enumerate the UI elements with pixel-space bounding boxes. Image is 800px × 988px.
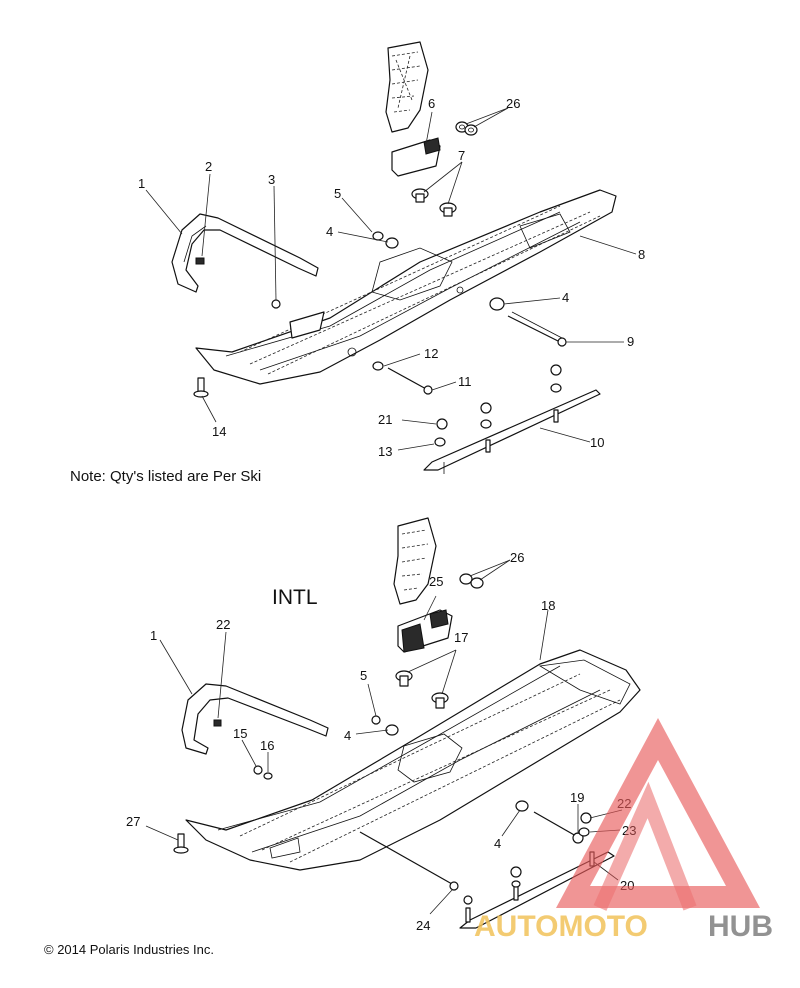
bolt-24: [359, 831, 459, 891]
callout-13: 13: [378, 444, 392, 459]
callout-4b: 4: [562, 290, 569, 305]
bolt-11-washer-12: [372, 361, 433, 395]
callout-21: 21: [378, 412, 392, 427]
watermark: AUTOMOTO HUB: [474, 718, 773, 943]
ski-body-18: [185, 649, 641, 871]
callout-24: 24: [416, 918, 430, 933]
quantity-note: Note: Qty's listed are Per Ski: [70, 468, 261, 485]
watermark-text-1: AUTOMOTO: [474, 910, 648, 943]
nut-3: [271, 299, 281, 309]
nuts-21-washers-13: [434, 364, 562, 447]
callout-16: 16: [260, 738, 274, 753]
callout-26: 26: [506, 96, 520, 111]
callout-1: 1: [138, 176, 145, 191]
callout-1-lower: 1: [150, 628, 157, 643]
bushings-26-lower: [459, 573, 484, 589]
callout-18: 18: [541, 598, 555, 613]
hardware-4-5: [372, 231, 505, 311]
hardware-4-5-lower: [371, 715, 529, 812]
callout-2: 2: [205, 159, 212, 174]
wear-block-6: [391, 137, 441, 177]
callout-4a-lower: 4: [344, 728, 351, 743]
callout-22-lower: 22: [216, 617, 230, 632]
callout-4a: 4: [326, 224, 333, 239]
block-25: [397, 609, 453, 653]
copyright-notice: © 2014 Polaris Industries Inc.: [44, 942, 214, 957]
callout-14: 14: [212, 424, 226, 439]
handle-bar-1-lower: [181, 683, 329, 755]
watermark-text-2: HUB: [708, 910, 773, 943]
watermark-triangle-icon: [556, 718, 760, 908]
spindle-upper: [385, 41, 429, 133]
callout-5: 5: [334, 186, 341, 201]
ski-body-8: [195, 189, 617, 385]
callout-19: 19: [570, 790, 584, 805]
runner-10: [423, 389, 601, 474]
bushings-26: [455, 121, 478, 136]
upper-leaders: [145, 107, 637, 451]
bolt-27: [173, 833, 189, 854]
callout-8: 8: [638, 247, 645, 262]
spindle-lower: [393, 517, 437, 605]
callout-6: 6: [428, 96, 435, 111]
callout-7: 7: [458, 148, 465, 163]
callout-4b-lower: 4: [494, 836, 501, 851]
callout-26-lower: 26: [510, 550, 524, 565]
lower-leaders: [145, 559, 623, 915]
bolt-9: [507, 311, 567, 347]
callout-3: 3: [268, 172, 275, 187]
handle-bar-1: [171, 213, 319, 293]
callout-12: 12: [424, 346, 438, 361]
intl-label: INTL: [272, 586, 318, 609]
lower-assembly-intl: INTL: [126, 517, 641, 933]
callout-25: 25: [429, 574, 443, 589]
callout-5-lower: 5: [360, 668, 367, 683]
callout-17: 17: [454, 630, 468, 645]
callout-27: 27: [126, 814, 140, 829]
hardware-19-22-23: [533, 811, 592, 844]
upper-assembly: 1 2 3 4 4 5 6 7 8 9 10 11 12 13 14 21 26: [138, 41, 645, 474]
nut-15: [253, 765, 263, 775]
callout-10: 10: [590, 435, 604, 450]
callout-9: 9: [627, 334, 634, 349]
bolt-14: [193, 377, 209, 398]
washer-16: [263, 772, 273, 780]
callout-11: 11: [458, 374, 472, 389]
bolts-17: [395, 670, 449, 709]
bolts-7: [411, 188, 457, 217]
callout-15: 15: [233, 726, 247, 741]
